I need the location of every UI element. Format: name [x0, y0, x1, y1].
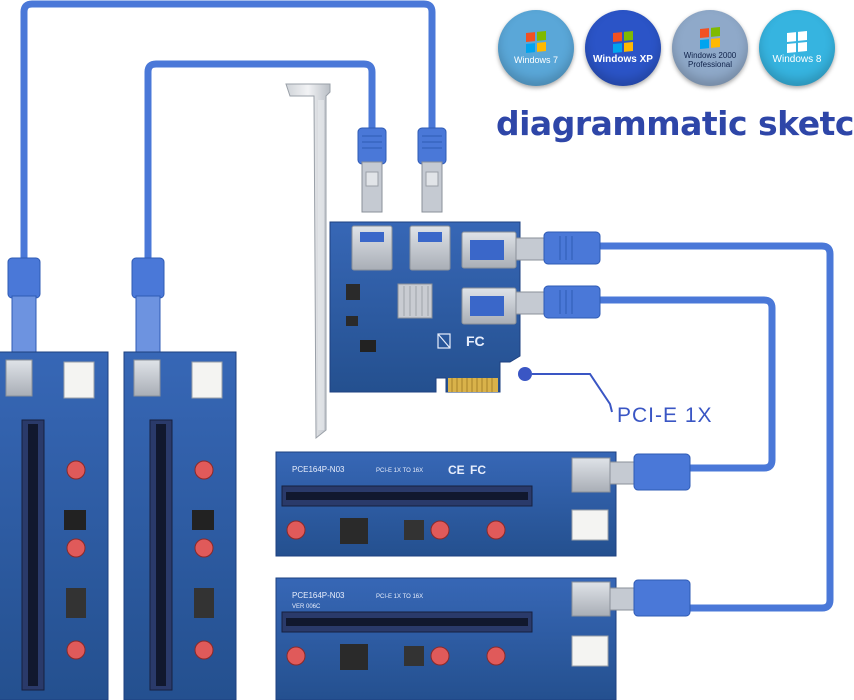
os-badge-windows-7: Windows 7 — [498, 10, 574, 86]
cable-right-riser-1 — [594, 242, 834, 612]
pcie-adapter-card: FC — [285, 83, 613, 440]
cable-left-riser-1 — [20, 0, 436, 266]
usb-plug-riser-2 — [609, 579, 691, 617]
riser-2-subtitle: PCI-E 1X TO 16X — [376, 594, 423, 600]
os-badge-windows-2000: Windows 2000 Professional — [672, 10, 748, 86]
pcie-interface-label: PCI-E 1X — [617, 404, 713, 427]
os-badge-label: Windows 7 — [513, 54, 558, 65]
riser-1-ce: CE — [448, 463, 465, 477]
riser-2-model: PCE164P-N03 — [292, 591, 345, 600]
os-badge-windows-xp: Windows XP — [585, 10, 661, 86]
riser-2-version: VER 006C — [292, 604, 321, 610]
vertical-riser-2 — [123, 257, 237, 700]
adapter-usb-ports-side — [461, 231, 517, 325]
os-badge-label: Windows XP — [593, 53, 653, 65]
cable-right-riser-2 — [594, 296, 776, 472]
os-badge-label: Windows 8 — [772, 53, 822, 65]
riser-1-model: PCE164P-N03 — [292, 465, 345, 474]
riser-1-fc: FC — [470, 463, 486, 477]
usb-plug-riser-1 — [609, 453, 691, 491]
usb-cables — [20, 0, 834, 612]
horizontal-riser-1: PCE164P-N03 PCI-E 1X TO 16X CE FC — [275, 451, 617, 557]
vertical-riser-1 — [0, 257, 109, 700]
pcie-pointer-line — [518, 367, 613, 413]
windows-logo-icon — [612, 30, 633, 53]
horizontal-riser-2: PCE164P-N03 PCI-E 1X TO 16X VER 006C — [275, 577, 617, 700]
usb-plugs-top — [357, 127, 447, 213]
adapter-fc-mark: FC — [466, 333, 485, 349]
windows-logo-icon — [700, 26, 720, 49]
os-badge-label: Windows 2000 Professional — [683, 50, 737, 69]
adapter-usb-ports-top — [351, 225, 451, 271]
riser-1-subtitle: PCI-E 1X TO 16X — [376, 468, 423, 474]
pcie-1x-connector — [448, 378, 498, 392]
windows-logo-icon — [525, 30, 546, 53]
windows-8-logo-icon — [787, 30, 807, 53]
os-badge-windows-8: Windows 8 — [759, 10, 835, 86]
cable-left-riser-2 — [144, 60, 376, 266]
usb-plugs-side — [515, 231, 601, 319]
page-title: diagrammatic sketch — [496, 104, 854, 143]
heatsink — [397, 283, 433, 319]
